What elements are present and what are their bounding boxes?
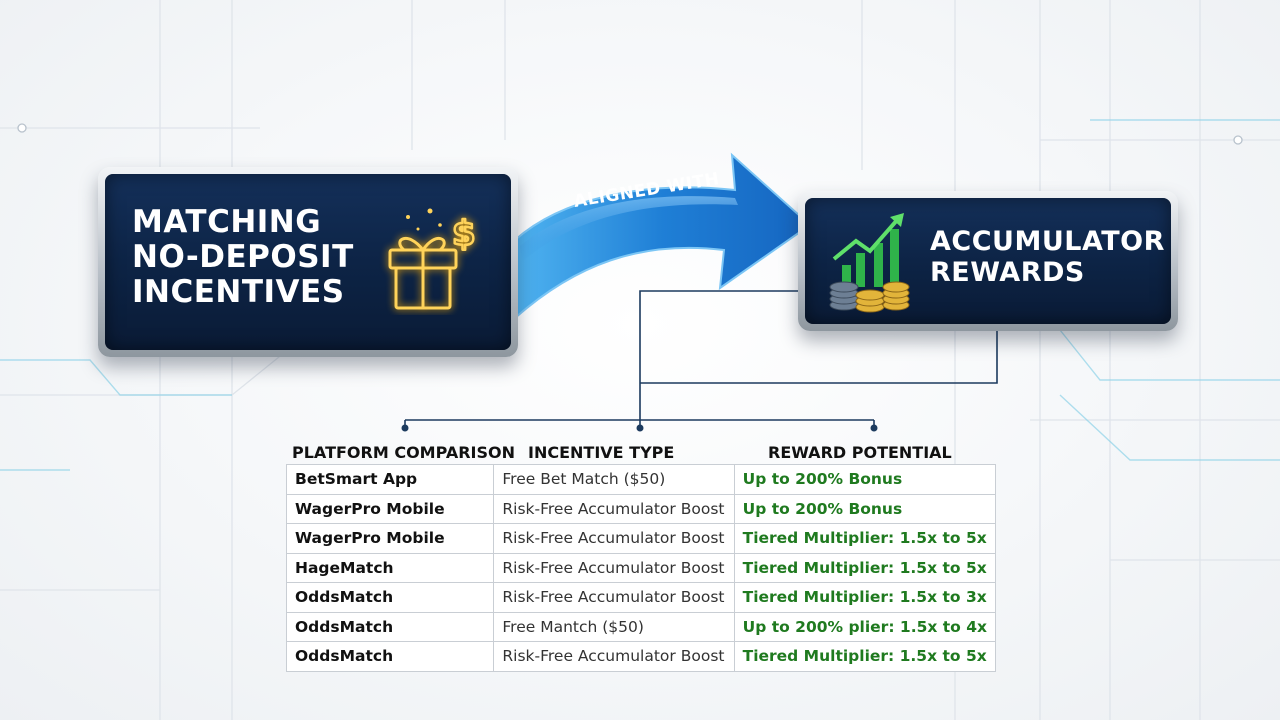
reward-cell: Tiered Multiplier: 1.5x to 5x [733, 641, 997, 672]
platform-cell: OddsMatch [285, 582, 495, 613]
platform-cell: WagerPro Mobile [285, 493, 495, 524]
title-line: ACCUMULATOR [930, 226, 1165, 257]
no-deposit-incentives-panel [105, 174, 511, 350]
table-row: WagerPro Mobile Risk-Free Accumulator Bo… [285, 493, 997, 524]
svg-text:$: $ [452, 214, 476, 254]
gift-dollar-icon: $ [388, 208, 477, 310]
table-row: OddsMatch Free Mantch ($50) Up to 200% p… [285, 611, 997, 642]
no-deposit-incentives-title: MATCHING NO-DEPOSIT INCENTIVES [132, 204, 354, 311]
table-row: BetSmart App Free Bet Match ($50) Up to … [285, 464, 997, 495]
title-line: INCENTIVES [132, 274, 345, 311]
table-row: HageMatch Risk-Free Accumulator Boost Ti… [285, 552, 997, 583]
incentive-cell: Risk-Free Accumulator Boost [493, 641, 735, 672]
platform-comparison-table: PLATFORM COMPARISON INCENTIVE TYPE REWAR… [285, 436, 997, 672]
circuit-nodes [17, 123, 1243, 145]
title-line: NO-DEPOSIT [132, 239, 354, 276]
table-header-row: PLATFORM COMPARISON INCENTIVE TYPE REWAR… [286, 436, 996, 462]
accumulator-rewards-title: ACCUMULATOR REWARDS [930, 226, 1165, 288]
header-platform-comparison: PLATFORM COMPARISON [292, 443, 516, 462]
reward-cell: Tiered Multiplier: 1.5x to 5x [733, 523, 997, 554]
coin-stacks [829, 281, 910, 313]
title-line: MATCHING [132, 204, 322, 240]
platform-cell: OddsMatch [285, 611, 495, 642]
comparison-grid: BetSmart App Free Bet Match ($50) Up to … [285, 464, 997, 672]
incentive-cell: Risk-Free Accumulator Boost [493, 493, 735, 524]
table-row: OddsMatch Risk-Free Accumulator Boost Ti… [285, 582, 997, 613]
incentive-cell: Risk-Free Accumulator Boost [493, 523, 735, 554]
reward-cell: Up to 200% Bonus [733, 464, 997, 495]
table-row: WagerPro Mobile Risk-Free Accumulator Bo… [285, 523, 997, 554]
header-reward-potential: REWARD POTENTIAL [768, 443, 952, 462]
circuit-lines-accent [0, 119, 1280, 471]
connector-nodes [401, 424, 878, 432]
aligned-arrow [514, 152, 812, 321]
title-line: REWARDS [930, 256, 1085, 288]
table-row: OddsMatch Risk-Free Accumulator Boost Ti… [285, 641, 997, 672]
accumulator-rewards-box: ACCUMULATOR REWARDS [798, 191, 1178, 331]
connector-lines [404, 290, 998, 428]
platform-cell: OddsMatch [285, 641, 495, 672]
no-deposit-incentives-box: MATCHING NO-DEPOSIT INCENTIVES $ [98, 167, 518, 357]
incentive-cell: Free Bet Match ($50) [493, 464, 735, 495]
incentive-cell: Free Mantch ($50) [493, 611, 735, 642]
incentive-cell: Risk-Free Accumulator Boost [493, 582, 735, 613]
platform-cell: WagerPro Mobile [285, 523, 495, 554]
coins-growth-chart-icon [829, 213, 910, 313]
platform-cell: HageMatch [285, 552, 495, 583]
platform-cell: BetSmart App [285, 464, 495, 495]
reward-cell: Up to 200% plier: 1.5x to 4x [733, 611, 997, 642]
reward-cell: Tiered Multiplier: 1.5x to 5x [733, 552, 997, 583]
growth-bars [842, 229, 899, 287]
incentive-cell: Risk-Free Accumulator Boost [493, 552, 735, 583]
header-incentive-type: INCENTIVE TYPE [528, 443, 675, 462]
reward-cell: Up to 200% Bonus [733, 493, 997, 524]
reward-cell: Tiered Multiplier: 1.5x to 3x [733, 582, 997, 613]
